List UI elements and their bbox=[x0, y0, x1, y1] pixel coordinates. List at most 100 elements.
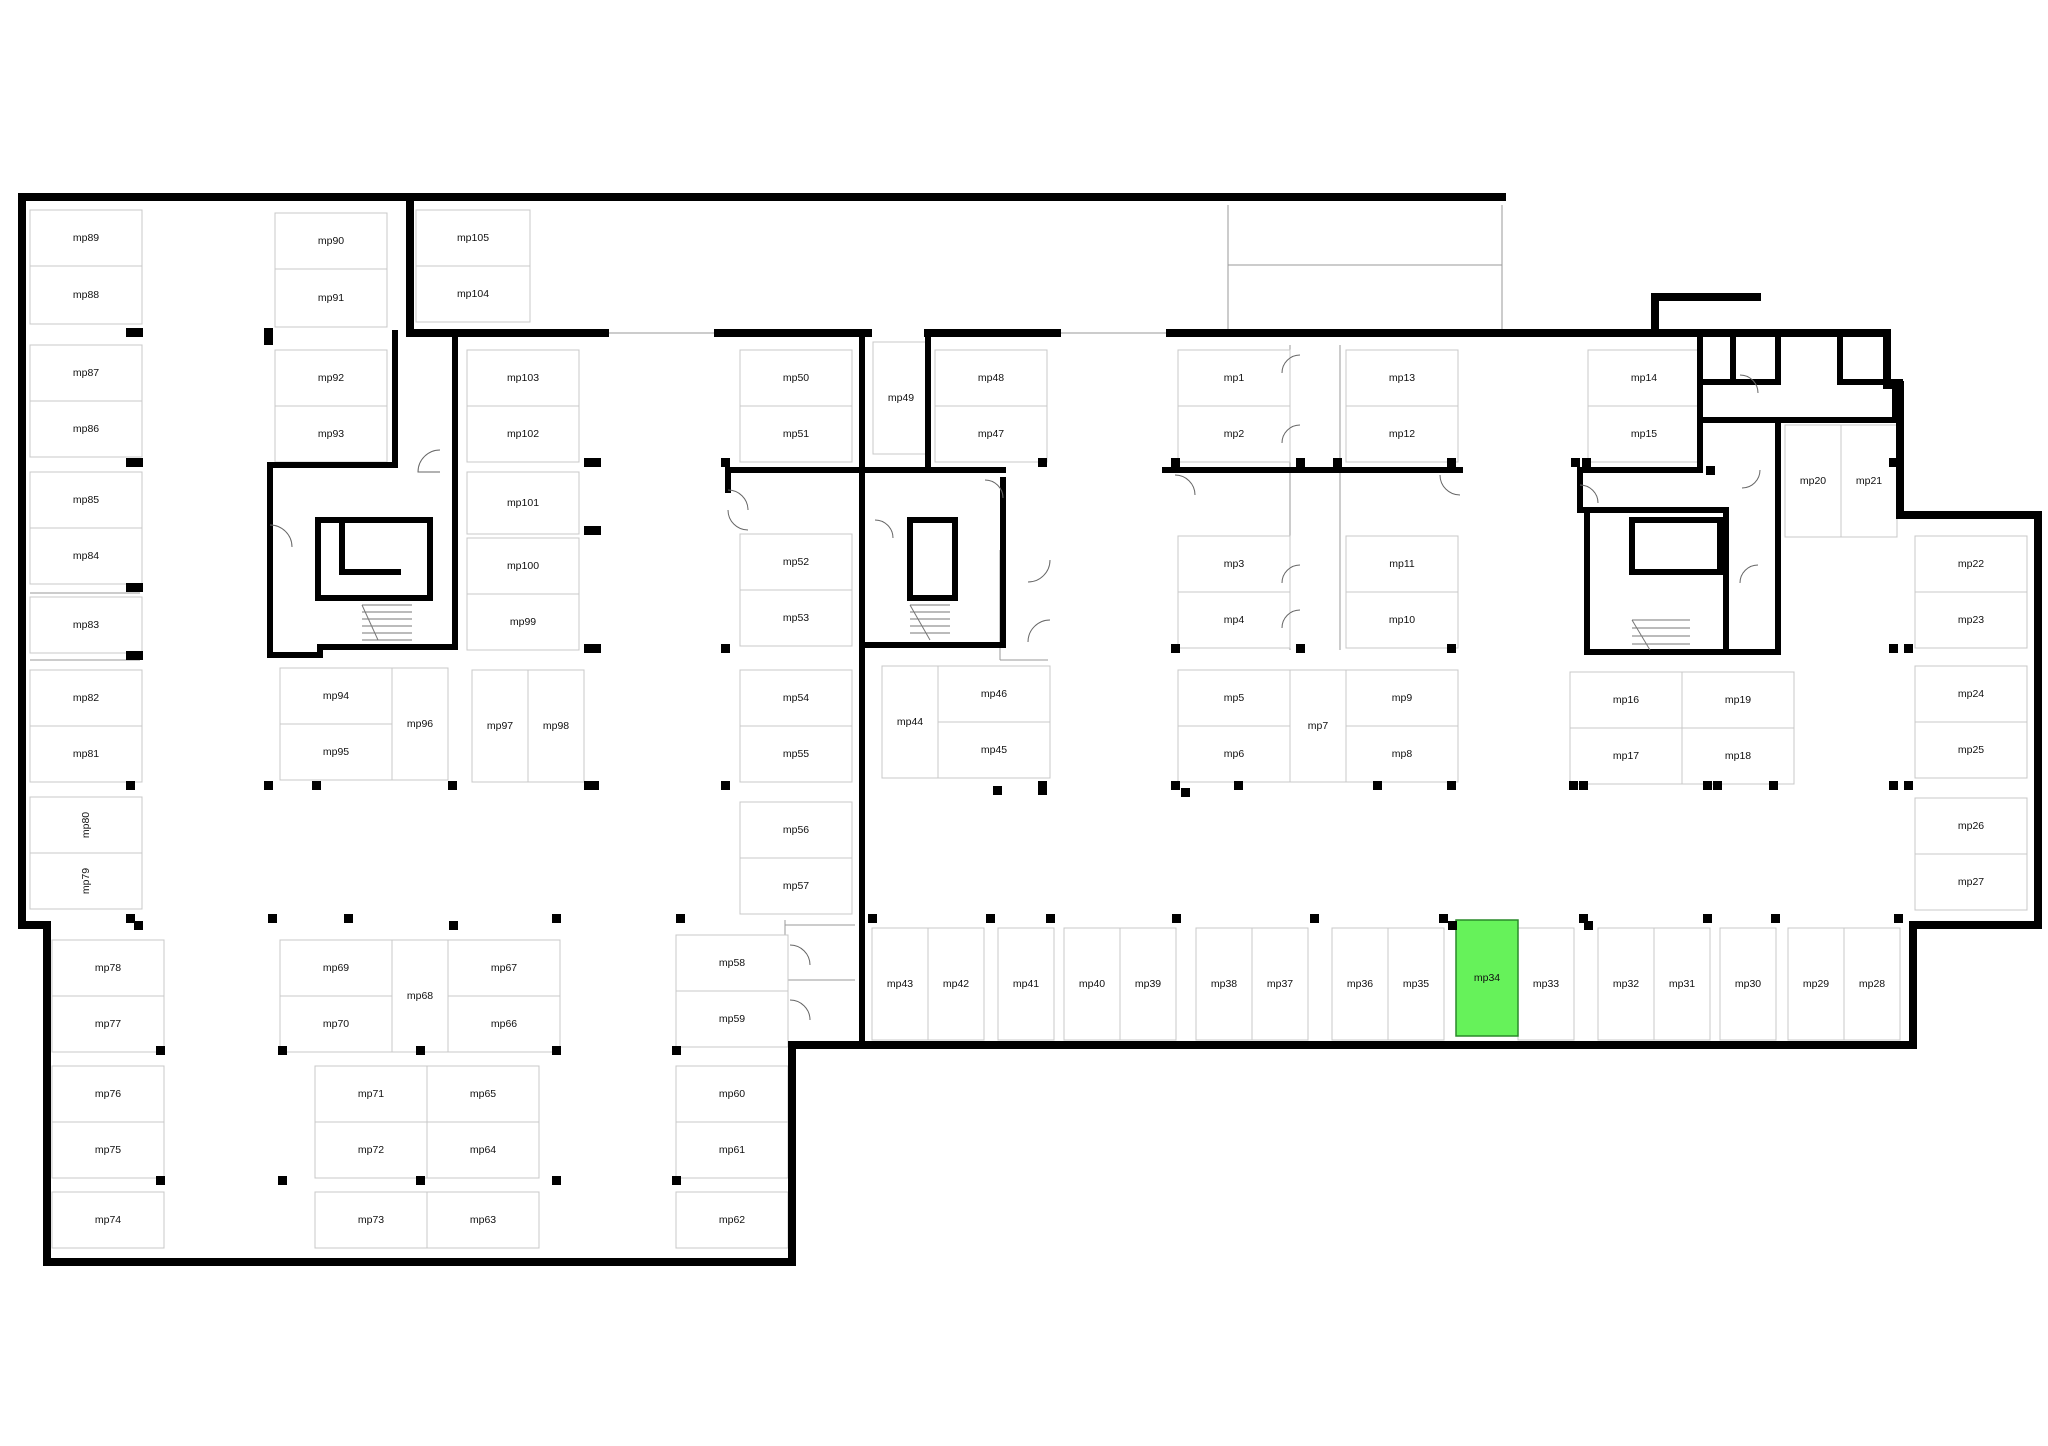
parking-spot-mp98[interactable] bbox=[527, 669, 585, 783]
parking-spot-mp39[interactable] bbox=[1119, 927, 1177, 1041]
parking-spot-mp10[interactable] bbox=[1345, 591, 1459, 649]
parking-spot-mp36[interactable] bbox=[1331, 927, 1389, 1041]
parking-spot-mp22[interactable] bbox=[1914, 535, 2028, 593]
parking-spot-mp50[interactable] bbox=[739, 349, 853, 407]
parking-spot-mp12[interactable] bbox=[1345, 405, 1459, 463]
parking-spot-mp1[interactable] bbox=[1177, 349, 1291, 407]
parking-spot-mp35[interactable] bbox=[1387, 927, 1445, 1041]
parking-spot-mp31[interactable] bbox=[1653, 927, 1711, 1041]
parking-spot-mp2[interactable] bbox=[1177, 405, 1291, 463]
parking-spot-mp80[interactable] bbox=[29, 796, 143, 854]
parking-spot-mp71[interactable] bbox=[314, 1065, 428, 1123]
parking-spot-mp45[interactable] bbox=[937, 721, 1051, 779]
parking-spot-mp75[interactable] bbox=[51, 1121, 165, 1179]
parking-spot-mp95[interactable] bbox=[279, 723, 393, 781]
parking-spot-mp3[interactable] bbox=[1177, 535, 1291, 593]
parking-spot-mp14[interactable] bbox=[1587, 349, 1701, 407]
parking-spot-mp42[interactable] bbox=[927, 927, 985, 1041]
parking-spot-mp77[interactable] bbox=[51, 995, 165, 1053]
parking-spot-mp33[interactable] bbox=[1517, 927, 1575, 1041]
parking-spot-mp26[interactable] bbox=[1914, 797, 2028, 855]
parking-spot-mp96[interactable] bbox=[391, 667, 449, 781]
parking-spot-mp60[interactable] bbox=[675, 1065, 789, 1123]
parking-spot-mp56[interactable] bbox=[739, 801, 853, 859]
parking-spot-mp46[interactable] bbox=[937, 665, 1051, 723]
parking-spot-mp83[interactable] bbox=[29, 596, 143, 654]
parking-spot-mp97[interactable] bbox=[471, 669, 529, 783]
parking-spot-mp30[interactable] bbox=[1719, 927, 1777, 1041]
parking-spot-mp76[interactable] bbox=[51, 1065, 165, 1123]
parking-spot-mp44[interactable] bbox=[881, 665, 939, 779]
parking-spot-mp63[interactable] bbox=[426, 1191, 540, 1249]
parking-spot-mp34[interactable] bbox=[1455, 919, 1519, 1037]
parking-spot-mp89[interactable] bbox=[29, 209, 143, 267]
parking-spot-mp24[interactable] bbox=[1914, 665, 2028, 723]
parking-spot-mp49[interactable] bbox=[872, 341, 930, 455]
parking-spot-mp88[interactable] bbox=[29, 265, 143, 325]
parking-spot-mp66[interactable] bbox=[447, 995, 561, 1053]
parking-spot-mp70[interactable] bbox=[279, 995, 393, 1053]
parking-spot-mp100[interactable] bbox=[466, 537, 580, 595]
parking-spot-mp4[interactable] bbox=[1177, 591, 1291, 649]
parking-spot-mp64[interactable] bbox=[426, 1121, 540, 1179]
parking-spot-mp81[interactable] bbox=[29, 725, 143, 783]
parking-spot-mp28[interactable] bbox=[1843, 927, 1901, 1041]
parking-spot-mp51[interactable] bbox=[739, 405, 853, 463]
parking-spot-mp68[interactable] bbox=[391, 939, 449, 1053]
parking-spot-mp23[interactable] bbox=[1914, 591, 2028, 649]
parking-spot-mp102[interactable] bbox=[466, 405, 580, 463]
parking-spot-mp53[interactable] bbox=[739, 589, 853, 647]
parking-spot-mp43[interactable] bbox=[871, 927, 929, 1041]
parking-spot-mp55[interactable] bbox=[739, 725, 853, 783]
parking-spot-mp67[interactable] bbox=[447, 939, 561, 997]
parking-spot-mp69[interactable] bbox=[279, 939, 393, 997]
parking-spot-mp17[interactable] bbox=[1569, 727, 1683, 785]
parking-spot-mp58[interactable] bbox=[675, 934, 789, 992]
parking-spot-mp48[interactable] bbox=[934, 349, 1048, 407]
parking-spot-mp84[interactable] bbox=[29, 527, 143, 585]
parking-spot-mp16[interactable] bbox=[1569, 671, 1683, 729]
parking-spot-mp91[interactable] bbox=[274, 268, 388, 328]
parking-spot-mp103[interactable] bbox=[466, 349, 580, 407]
parking-spot-mp11[interactable] bbox=[1345, 535, 1459, 593]
parking-spot-mp93[interactable] bbox=[274, 405, 388, 463]
parking-spot-mp40[interactable] bbox=[1063, 927, 1121, 1041]
parking-spot-mp73[interactable] bbox=[314, 1191, 428, 1249]
parking-spot-mp59[interactable] bbox=[675, 990, 789, 1048]
parking-spot-mp8[interactable] bbox=[1345, 725, 1459, 783]
parking-spot-mp62[interactable] bbox=[675, 1191, 789, 1249]
parking-spot-mp38[interactable] bbox=[1195, 927, 1253, 1041]
parking-spot-mp20[interactable] bbox=[1784, 424, 1842, 538]
parking-spot-mp94[interactable] bbox=[279, 667, 393, 725]
parking-spot-mp9[interactable] bbox=[1345, 669, 1459, 727]
parking-spot-mp54[interactable] bbox=[739, 669, 853, 727]
parking-spot-mp41[interactable] bbox=[997, 927, 1055, 1041]
parking-spot-mp86[interactable] bbox=[29, 400, 143, 458]
parking-spot-mp37[interactable] bbox=[1251, 927, 1309, 1041]
parking-spot-mp92[interactable] bbox=[274, 349, 388, 407]
parking-spot-mp87[interactable] bbox=[29, 344, 143, 402]
parking-spot-mp5[interactable] bbox=[1177, 669, 1291, 727]
parking-spot-mp90[interactable] bbox=[274, 212, 388, 270]
parking-spot-mp72[interactable] bbox=[314, 1121, 428, 1179]
parking-spot-mp29[interactable] bbox=[1787, 927, 1845, 1041]
parking-spot-mp61[interactable] bbox=[675, 1121, 789, 1179]
parking-spot-mp13[interactable] bbox=[1345, 349, 1459, 407]
parking-spot-mp18[interactable] bbox=[1681, 727, 1795, 785]
parking-spot-mp57[interactable] bbox=[739, 857, 853, 915]
parking-spot-mp52[interactable] bbox=[739, 533, 853, 591]
parking-spot-mp7[interactable] bbox=[1289, 669, 1347, 783]
parking-spot-mp99[interactable] bbox=[466, 593, 580, 651]
parking-spot-mp79[interactable] bbox=[29, 852, 143, 910]
parking-spot-mp19[interactable] bbox=[1681, 671, 1795, 729]
parking-spot-mp104[interactable] bbox=[415, 265, 531, 323]
parking-spot-mp101[interactable] bbox=[466, 471, 580, 535]
parking-spot-mp25[interactable] bbox=[1914, 721, 2028, 779]
parking-spot-mp32[interactable] bbox=[1597, 927, 1655, 1041]
parking-spot-mp105[interactable] bbox=[415, 209, 531, 267]
parking-spot-mp78[interactable] bbox=[51, 939, 165, 997]
parking-spot-mp6[interactable] bbox=[1177, 725, 1291, 783]
parking-spot-mp74[interactable] bbox=[51, 1191, 165, 1249]
parking-spot-mp65[interactable] bbox=[426, 1065, 540, 1123]
parking-spot-mp47[interactable] bbox=[934, 405, 1048, 463]
